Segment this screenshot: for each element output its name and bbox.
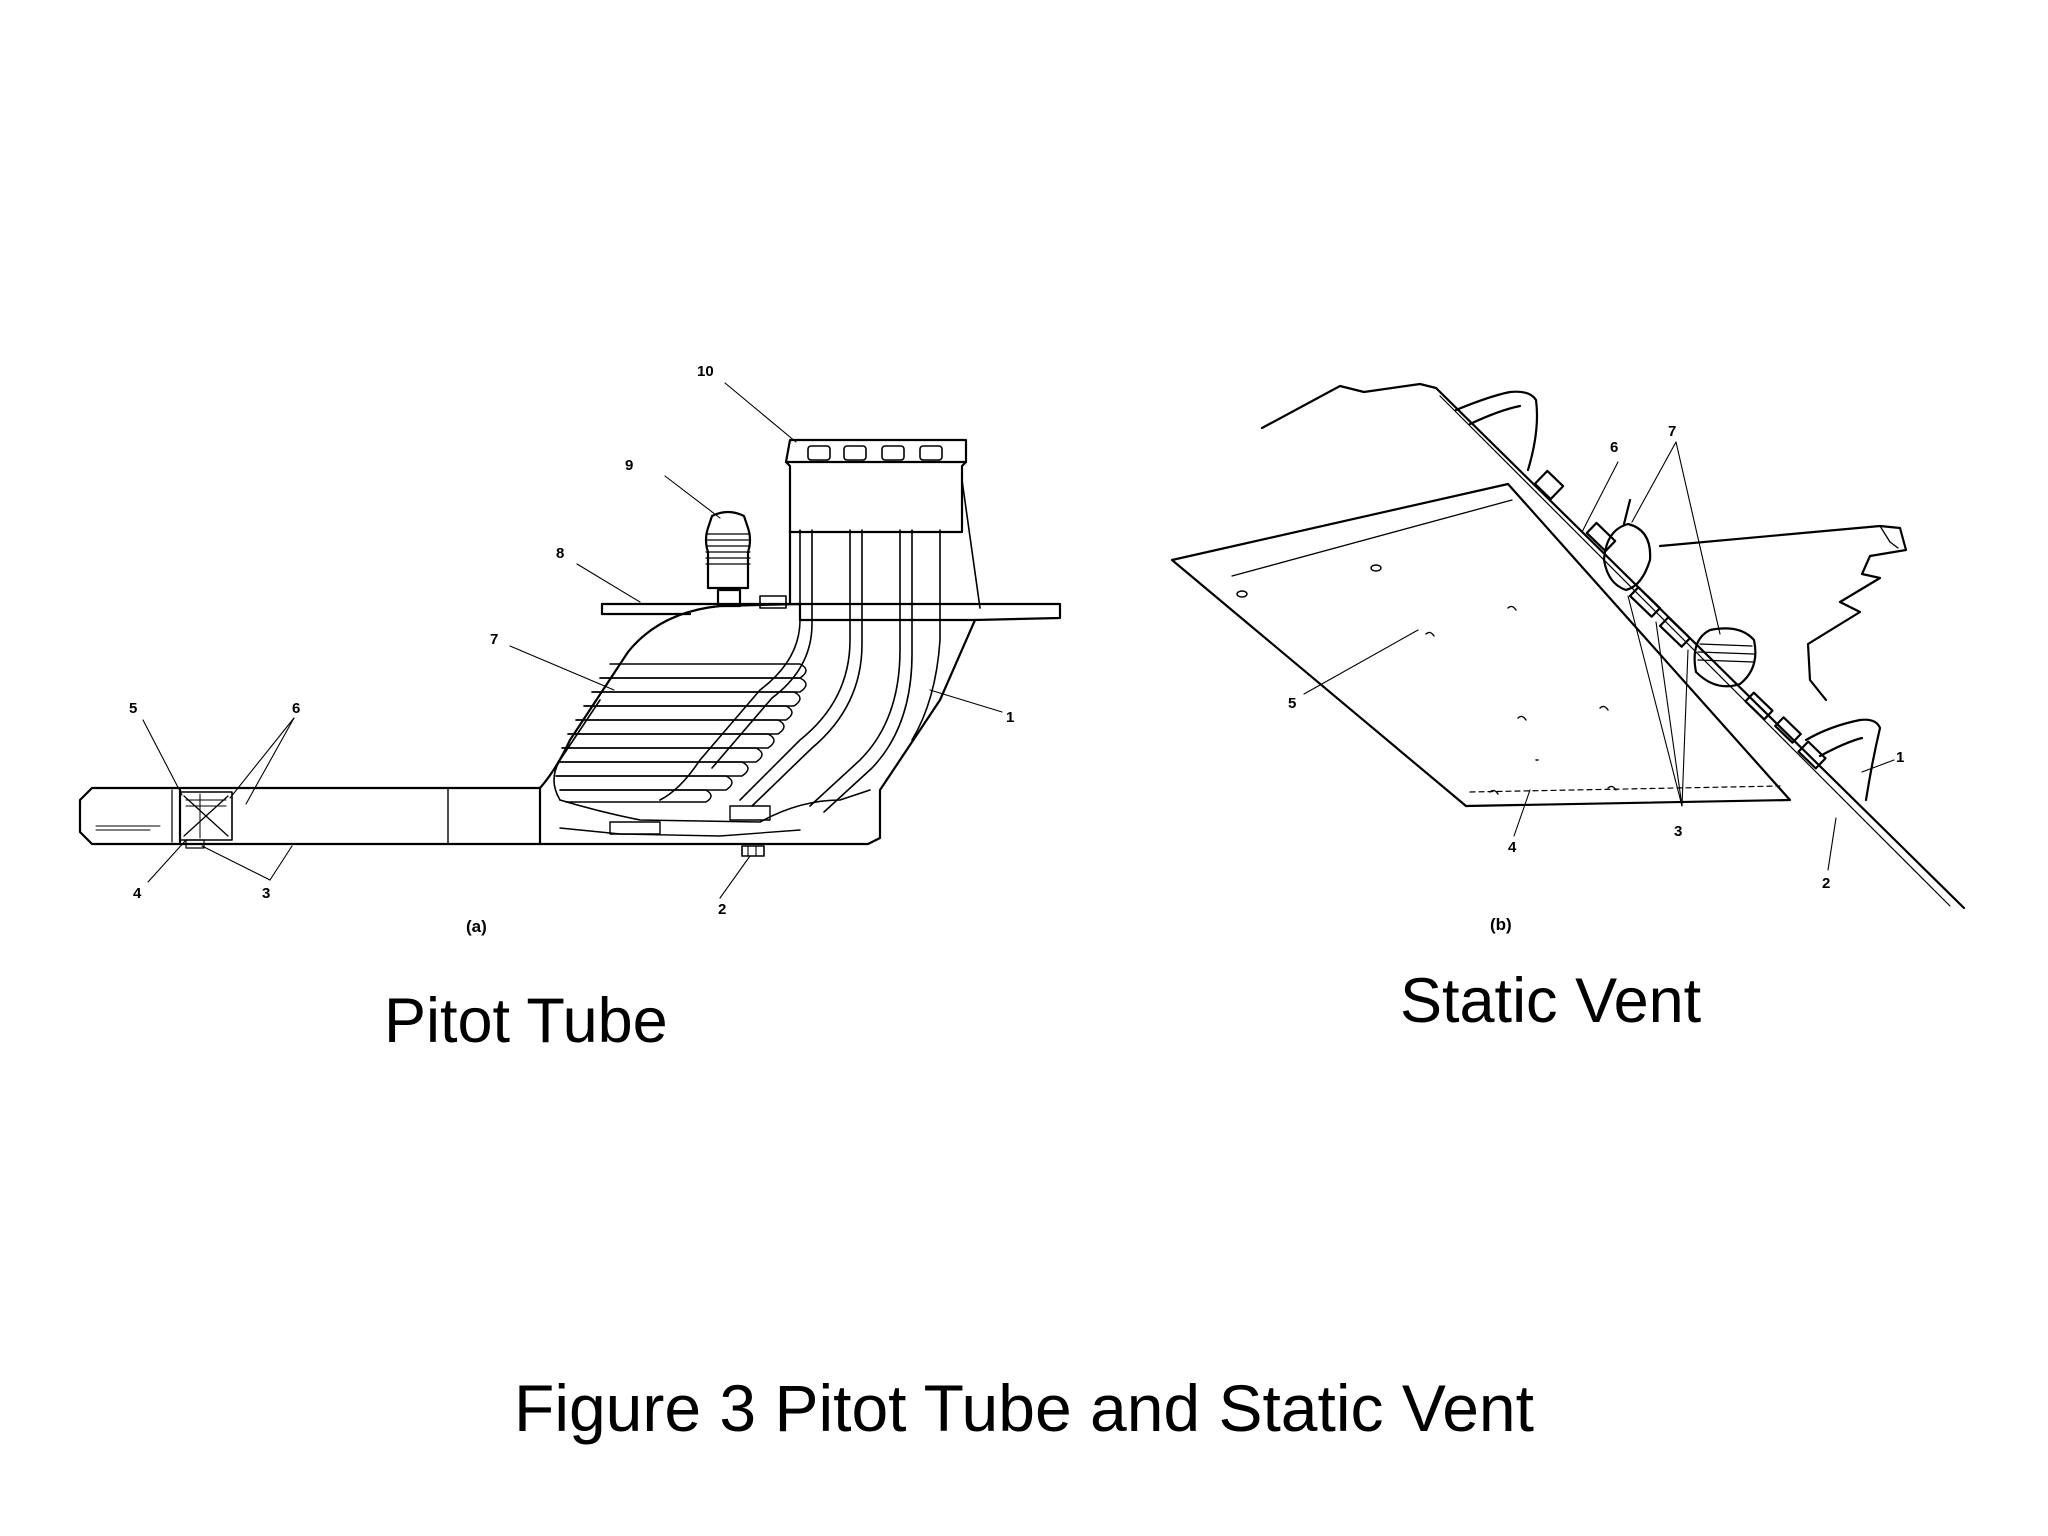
static-port-cap-upper <box>1602 522 1652 592</box>
doubler-plate <box>1170 482 1792 808</box>
static-callout-6: 6 <box>1610 439 1618 456</box>
pitot-callout-10: 10 <box>697 363 714 380</box>
pitot-probe-outline <box>78 786 542 846</box>
pitot-callouts: 10 9 8 7 1 5 6 4 3 2 (a) <box>129 363 1014 936</box>
static-vent-drawing <box>1170 382 1966 910</box>
pitot-callout-3: 3 <box>262 885 270 902</box>
pitot-tube-caption: Pitot Tube <box>384 986 668 1056</box>
static-panel-label: (b) <box>1490 915 1512 934</box>
static-vent-caption: Static Vent <box>1400 966 1702 1036</box>
static-port-cap-lower <box>1693 627 1757 688</box>
pitot-callout-5: 5 <box>129 700 137 717</box>
fuselage-skin-line <box>1434 386 1966 910</box>
static-callout-3: 3 <box>1674 823 1682 840</box>
static-callout-5: 5 <box>1288 695 1296 712</box>
static-callouts: 6 7 5 1 4 3 2 (b) <box>1288 423 1904 934</box>
static-callout-2: 2 <box>1822 875 1830 892</box>
mounting-flange <box>600 602 1062 622</box>
pitot-callout-9: 9 <box>625 457 633 474</box>
pitot-callout-1: 1 <box>1006 709 1014 726</box>
figure-title: Figure 3 Pitot Tube and Static Vent <box>514 1371 1534 1445</box>
pitot-strut-outline <box>538 602 977 790</box>
pitot-tube-drawing <box>78 382 1062 899</box>
pitot-callout-2: 2 <box>718 901 726 918</box>
pitot-callout-7: 7 <box>490 631 498 648</box>
static-callout-1: 1 <box>1896 749 1904 766</box>
pitot-callout-8: 8 <box>556 545 564 562</box>
static-callout-7: 7 <box>1668 423 1676 440</box>
pitot-callout-6: 6 <box>292 700 300 717</box>
pitot-panel-label: (a) <box>466 917 487 936</box>
bayonet-connector <box>704 510 752 590</box>
pitot-callout-4: 4 <box>133 885 142 902</box>
connector-block <box>784 438 968 534</box>
static-callout-4: 4 <box>1508 839 1517 856</box>
